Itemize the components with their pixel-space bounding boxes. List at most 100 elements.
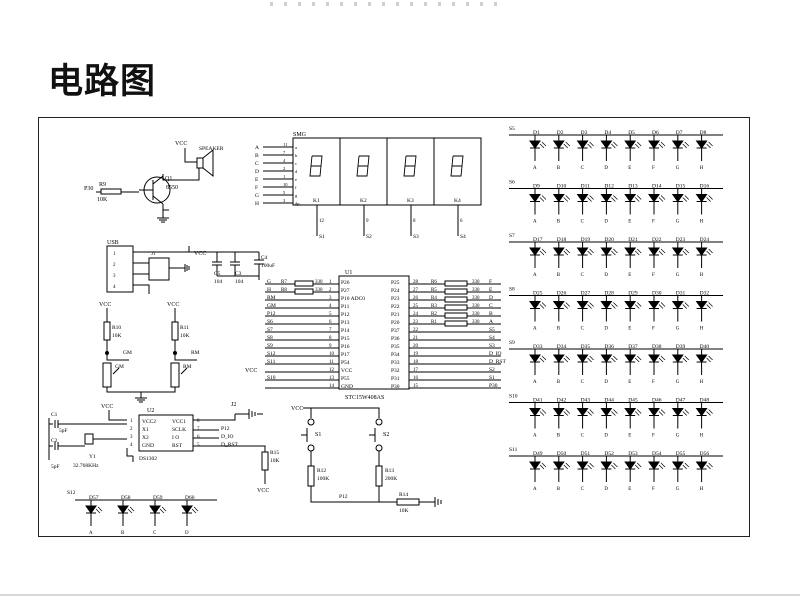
led-label: D20: [604, 237, 614, 243]
led-label: D48: [700, 398, 710, 404]
mcu-right-res-val: 330: [472, 312, 480, 317]
light-arrow-icon: [634, 355, 642, 363]
smg-seg-letter: d: [295, 169, 298, 174]
rtc-right-pin-label: SCLK: [172, 427, 186, 433]
led-pin-label: H: [700, 166, 704, 171]
led-d5: D5E: [624, 130, 642, 171]
light-arrow-icon: [658, 248, 666, 256]
light-arrow-icon: [611, 248, 618, 256]
led-label: D57: [89, 495, 99, 501]
led-diode-icon: [529, 301, 541, 310]
led-diode-icon: [552, 301, 565, 310]
led-label: D26: [557, 291, 567, 297]
mcu-right-pin-num: 26: [413, 296, 419, 301]
smg-digit-cell: [292, 137, 341, 206]
led-pin-label: B: [557, 327, 561, 332]
potentiometer-circuit: VCC VCC R10 10K R11 10K GM RM GM RM: [99, 302, 200, 403]
cap-c2-label: C2: [51, 438, 58, 444]
led-diode-icon: [624, 194, 637, 203]
rtc-vcc: VCC: [101, 404, 113, 410]
led-label: D58: [121, 495, 131, 501]
photoresistor-gm: [102, 362, 112, 388]
smg-seg-input-e: E: [255, 177, 259, 183]
transistor-q1-part: 8550: [166, 185, 178, 191]
smg-label: SMG: [293, 132, 307, 138]
mcu-left-pin-num: 3: [329, 296, 332, 301]
mcu-left-pin-label: P10 ADC0: [341, 296, 365, 302]
resistor-r15-value: 10K: [270, 458, 280, 464]
led-label: D22: [652, 237, 662, 243]
light-arrow-icon: [539, 462, 547, 470]
led-label: D6: [652, 130, 659, 136]
mcu-right-net: S4: [489, 335, 495, 341]
mcu-right-net: P30: [489, 383, 498, 389]
mcu-left-pin-label: P27: [341, 288, 350, 294]
cap-c1-label: C1: [51, 412, 58, 418]
mcu-left-net: P12: [267, 311, 276, 317]
switch-j1-label: J1: [151, 252, 156, 257]
led-diode-icon: [624, 461, 637, 470]
light-arrow-icon: [658, 409, 666, 416]
seven-segment-digit-icon: [309, 155, 323, 177]
led-label: D53: [628, 451, 638, 457]
light-arrow-icon: [563, 248, 571, 256]
light-arrow-icon: [634, 248, 642, 256]
j2-label: J2: [231, 402, 236, 408]
mcu-right-pin-label: P25: [391, 280, 400, 286]
photoresistor-rm-label: RM: [183, 364, 192, 370]
led-diode-icon: [624, 140, 637, 149]
led-label: D56: [700, 451, 710, 457]
led-label: D35: [581, 344, 591, 350]
led-diode-icon: [600, 194, 613, 203]
mcu-right-pin-label: P35: [391, 344, 400, 350]
led-pin-label: F: [652, 166, 655, 171]
smg-digit-label: K3: [407, 198, 414, 204]
page-title: 电路图: [48, 62, 157, 102]
mcu-right-res-val: 330: [472, 304, 480, 309]
led-label: D27: [581, 291, 591, 297]
light-arrow-icon: [634, 141, 642, 149]
smg-seg-pin: 3: [283, 198, 286, 203]
led-d7: D7G: [671, 130, 690, 171]
top-decoration: [270, 2, 500, 6]
led-label: D44: [604, 398, 614, 404]
led-label: D55: [676, 451, 686, 457]
resistor-r11: [171, 321, 179, 341]
mcu-right-pin-label: P30: [391, 384, 400, 390]
led-diode-icon: [600, 461, 613, 470]
mcu-right-res-label: R1: [431, 320, 437, 325]
usb-pin-1: 1: [113, 252, 116, 257]
cap-c1-value: 5pF: [59, 428, 68, 434]
led-diode-icon: [529, 140, 541, 149]
led-pin-label: G: [676, 487, 680, 492]
smg-seg-letter: f: [295, 185, 297, 190]
led-pin-label: G: [676, 380, 680, 385]
smg-digit-pin: 9: [366, 219, 369, 224]
resistor-r10: [103, 321, 111, 341]
led-diode-icon: [529, 194, 541, 203]
usb-connector: [106, 245, 134, 293]
led-row-net: S6: [509, 180, 515, 186]
light-arrow-icon: [563, 409, 571, 416]
led-label: D60: [185, 495, 195, 501]
led-label: D3: [581, 130, 588, 136]
led-pin-label: E: [628, 273, 631, 278]
mcu-right-pin-label: P33: [391, 360, 400, 366]
led-label: D52: [604, 451, 614, 457]
mcu-right-net: D: [489, 295, 493, 301]
light-arrow-icon: [563, 302, 571, 309]
light-arrow-icon: [658, 195, 666, 202]
mcu-right-pin-num: 21: [413, 336, 419, 341]
led-pin-label: A: [533, 434, 537, 439]
led-pin-label: D: [604, 487, 608, 492]
